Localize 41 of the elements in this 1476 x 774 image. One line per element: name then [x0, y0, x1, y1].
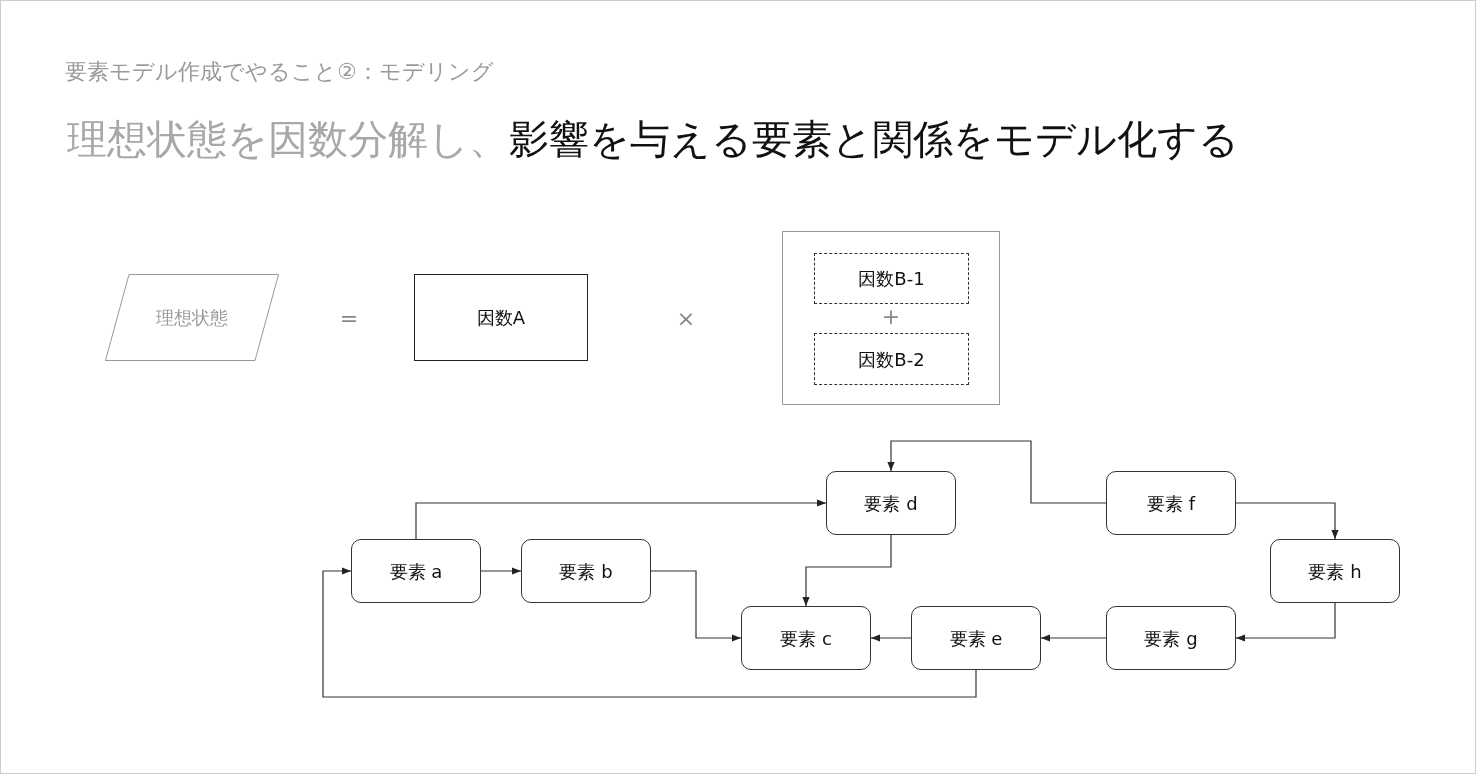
operator-sign: =	[339, 308, 359, 330]
group-frame	[782, 231, 1000, 405]
process-box	[414, 274, 588, 361]
arrow	[1235, 502, 1339, 540]
node-label: 因数B-2	[858, 347, 925, 372]
element-box	[1270, 539, 1400, 603]
node-label: 要素 b	[559, 559, 613, 584]
node-label: 因数A	[476, 306, 526, 330]
arrow	[415, 499, 827, 540]
dashed-box	[814, 333, 969, 385]
element-box	[351, 539, 481, 603]
node-label: 要素 f	[1146, 491, 1196, 516]
arrow	[480, 567, 522, 575]
arrow	[870, 634, 912, 642]
arrow	[1040, 634, 1107, 642]
operator-sign: ×	[676, 308, 696, 330]
node-label: 理想状態	[156, 306, 228, 330]
arrow	[650, 570, 742, 642]
node-label: 因数B-1	[858, 267, 925, 291]
input-parallelogram	[105, 274, 279, 361]
node-label: 要素 h	[1308, 559, 1362, 584]
operator-sign: +	[881, 306, 901, 328]
node-label: 要素 e	[949, 626, 1003, 651]
element-box	[911, 606, 1041, 670]
element-box	[826, 471, 956, 535]
heading: 影響を与える要素と関係をモデル化する	[509, 115, 1239, 164]
dashed-box	[814, 253, 969, 304]
arrow	[887, 440, 1107, 504]
heading-faded: 理想状態を因数分解し、	[67, 115, 509, 164]
section-heading: 要素モデル作成でやること②：モデリング	[65, 58, 494, 86]
element-box	[1106, 606, 1236, 670]
element-box	[1106, 471, 1236, 535]
arrow	[322, 567, 977, 698]
node-label: 要素 g	[1144, 626, 1198, 651]
element-box	[741, 606, 871, 670]
node-label: 要素 d	[864, 491, 918, 516]
node-label: 要素 a	[389, 559, 443, 584]
arrow	[802, 534, 892, 607]
element-box	[521, 539, 651, 603]
arrow	[1235, 602, 1336, 642]
node-label: 要素 c	[780, 626, 832, 651]
